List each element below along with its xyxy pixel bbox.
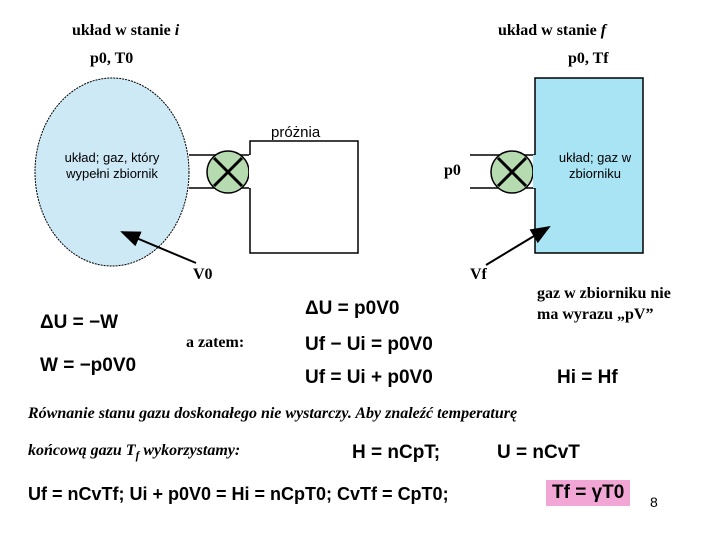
- page-number: 8: [650, 494, 658, 510]
- eq-work-text: W = −p0V0: [40, 355, 137, 376]
- left-state-title-text: układ w stanie: [72, 22, 175, 39]
- left-state-params: p0, T0: [90, 50, 133, 68]
- eq-uf-minus-ui-text: Uf − Ui = p0V0: [305, 334, 433, 355]
- sentence-line-2: końcową gazu Tf wykorzystamy:: [28, 442, 240, 462]
- eq-final-chain-text: Uf = nCvTf; Ui + p0V0 = Hi = nCpT0; CvTf…: [28, 484, 449, 504]
- eq-delta-u: ΔU = p0V0: [305, 298, 399, 320]
- vf-label: Vf: [470, 266, 487, 284]
- eq-enthalpy-equal: Hi = Hf: [557, 367, 618, 389]
- eq-delta-u-w: ΔU = −W: [40, 312, 118, 334]
- vacuum-label: próżnia: [271, 124, 320, 141]
- right-state-title: układ w stanie f: [498, 22, 606, 40]
- sentence-line-2-sub: f: [135, 450, 140, 463]
- right-gas-label: układ; gaz w zbiorniku: [550, 150, 640, 182]
- eq-delta-u-w-text: ΔU = −W: [40, 312, 119, 333]
- left-state-var: i: [174, 22, 180, 39]
- left-state-params-text: p0, T0: [90, 50, 134, 67]
- pressure-label-text: p0: [444, 162, 461, 179]
- left-gas-label-text: układ; gaz, który wypełni zbiornik: [64, 150, 160, 181]
- eq-result-text: Tf = γT0: [552, 482, 625, 503]
- right-state-params: p0, Tf: [568, 50, 609, 68]
- sentence-line-1: Równanie stanu gazu doskonałego nie wyst…: [28, 405, 517, 423]
- right-state-title-text: układ w stanie: [498, 22, 601, 39]
- filled-tank: [534, 77, 644, 254]
- vf-label-text: Vf: [470, 266, 487, 283]
- eq-result-box: Tf = γT0: [546, 480, 631, 506]
- eq-energy-def-text: U = nCvT: [497, 442, 580, 463]
- sentence-line-1-text: Równanie stanu gazu doskonałego nie wyst…: [28, 405, 518, 422]
- eq-uf-text: Uf = Ui + p0V0: [305, 367, 433, 388]
- right-gas-label-text: układ; gaz w zbiorniku: [558, 150, 632, 181]
- v0-label-text: V0: [193, 266, 213, 283]
- eq-energy-def: U = nCvT: [497, 442, 580, 464]
- right-valve-icon: [490, 150, 534, 194]
- left-gas-label: układ; gaz, który wypełni zbiornik: [62, 150, 162, 182]
- pv-note-text: gaz w zbiorniku nie ma wyrazu „pV”: [537, 285, 671, 323]
- eq-work: W = −p0V0: [40, 355, 136, 377]
- eq-enthalpy-def: H = nCpT;: [352, 442, 440, 464]
- page-number-text: 8: [650, 494, 658, 510]
- vf-arrow: [485, 225, 551, 266]
- eq-uf-minus-ui: Uf − Ui = p0V0: [305, 334, 433, 356]
- vacuum-label-text: próżnia: [271, 124, 321, 141]
- eq-enthalpy-equal-text: Hi = Hf: [557, 367, 618, 388]
- left-valve-icon: [206, 150, 250, 194]
- pressure-label: p0: [444, 162, 461, 180]
- eq-uf: Uf = Ui + p0V0: [305, 367, 433, 389]
- v0-arrow: [120, 231, 197, 264]
- gas-balloon: [34, 77, 190, 267]
- eq-final-chain: Uf = nCvTf; Ui + p0V0 = Hi = nCpT0; CvTf…: [28, 484, 449, 505]
- sentence-line-2-suffix: wykorzystamy:: [139, 442, 241, 459]
- right-state-var: f: [600, 22, 607, 39]
- eq-enthalpy-def-text: H = nCpT;: [352, 442, 441, 463]
- then-label: a zatem:: [186, 334, 244, 352]
- sentence-line-2-prefix: końcową gazu T: [28, 442, 136, 459]
- pv-note: gaz w zbiorniku nie ma wyrazu „pV”: [537, 283, 687, 325]
- right-state-params-text: p0, Tf: [568, 50, 609, 67]
- v0-label: V0: [193, 266, 213, 284]
- vacuum-tank: [249, 140, 359, 254]
- then-label-text: a zatem:: [186, 334, 245, 351]
- eq-delta-u-text: ΔU = p0V0: [305, 298, 400, 319]
- left-state-title: układ w stanie i: [72, 22, 179, 40]
